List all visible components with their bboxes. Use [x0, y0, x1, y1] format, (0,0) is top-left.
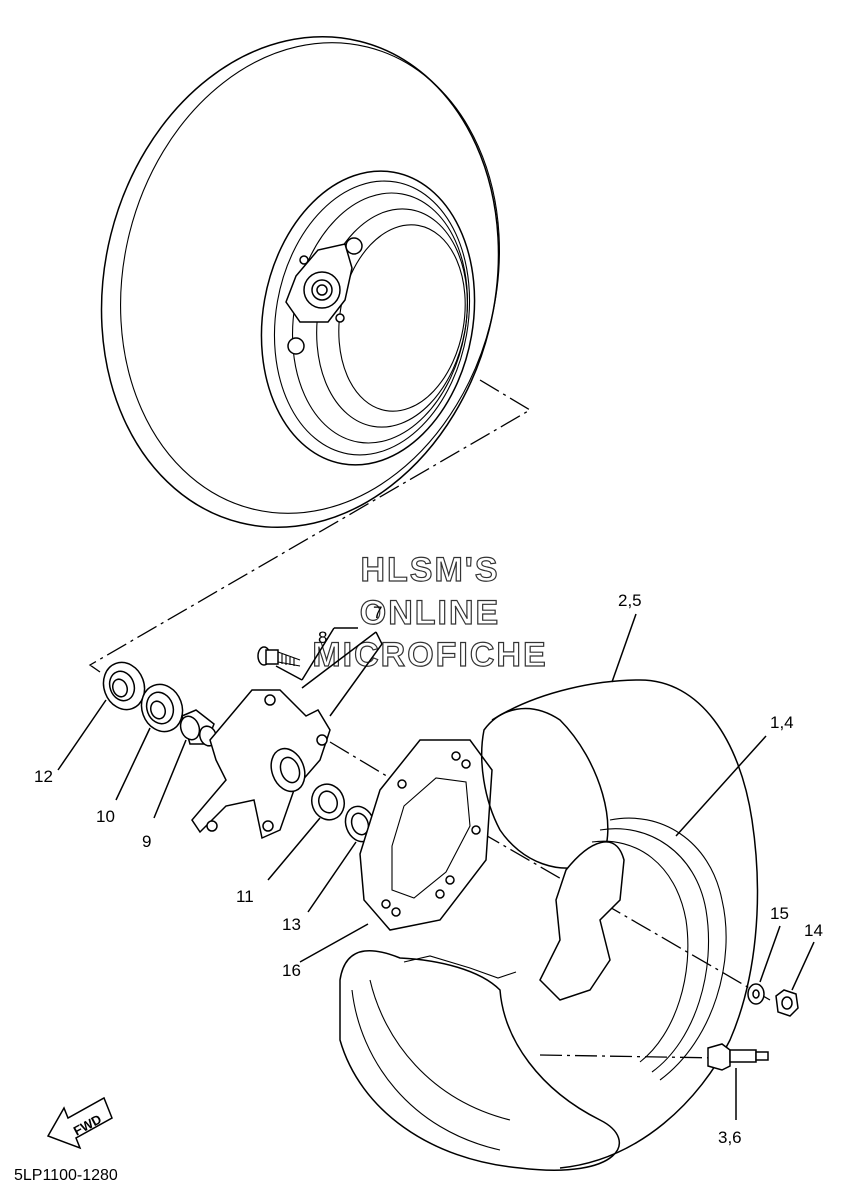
callout-11: 11	[236, 887, 254, 906]
callout-3-6: 3,6	[718, 1128, 742, 1147]
callout-8: 8	[318, 628, 327, 647]
part-7-hub	[191, 631, 383, 840]
part-10-bearing	[115, 683, 184, 801]
callout-7: 7	[373, 603, 382, 622]
callout-15: 15	[770, 904, 789, 923]
callout-14: 14	[804, 921, 823, 940]
part-12-bearing	[57, 661, 146, 771]
part-3-6-valve	[707, 1043, 769, 1120]
callout-labels: 1,4 2,5 3,6 7 8 9 10 11 12 13 14 15 16	[34, 591, 823, 1147]
watermark-line-1: HLSM'S	[360, 551, 499, 589]
forward-arrow-icon: FWD	[46, 1096, 113, 1150]
callout-13: 13	[282, 915, 301, 934]
assembled-wheel-illustration	[88, 36, 532, 673]
part-8-bolt	[257, 627, 358, 681]
part-16-disc	[299, 739, 493, 963]
callout-2-5: 2,5	[618, 591, 642, 610]
part-14-nut	[775, 941, 815, 1017]
part-15-washer	[747, 925, 781, 1005]
part-2-5-tire-half-lower	[339, 950, 620, 1171]
part-9-spacer	[153, 709, 218, 819]
part-11-bearing	[267, 783, 345, 881]
callout-10: 10	[96, 807, 115, 826]
part-2-5-tire-half-upper	[480, 613, 767, 1169]
callout-1-4: 1,4	[770, 713, 794, 732]
diagram-code: 5LP1100-1280	[14, 1167, 118, 1184]
callout-9: 9	[142, 832, 151, 851]
callout-16: 16	[282, 961, 301, 980]
watermark: HLSM'S ONLINE MICROFICHE	[312, 550, 547, 674]
watermark-line-2: ONLINE	[360, 594, 500, 632]
watermark-line-3: MICROFICHE	[312, 636, 547, 674]
callout-12: 12	[34, 767, 53, 786]
